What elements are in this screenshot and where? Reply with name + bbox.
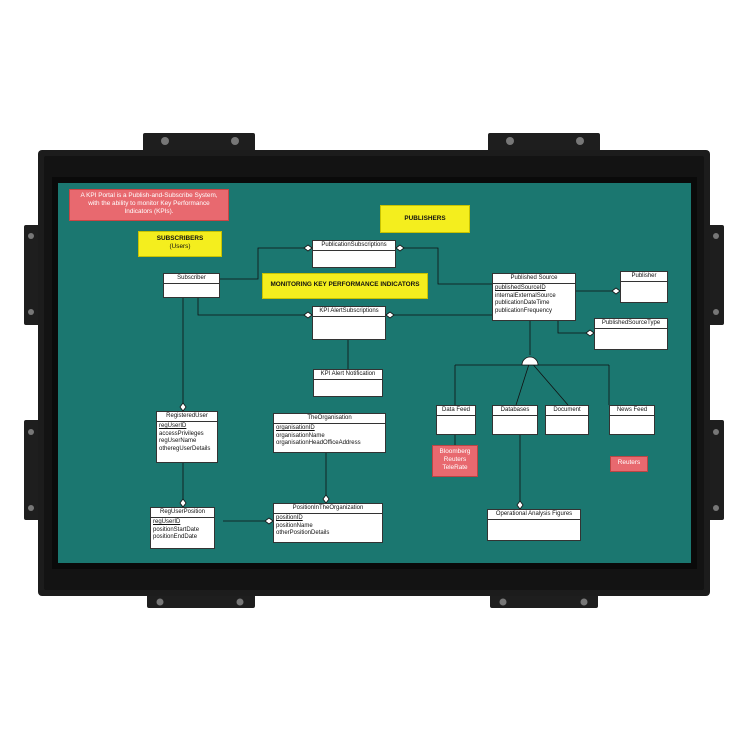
entity-published-source[interactable]: Published Source publishedSourceID inter… <box>492 273 576 321</box>
entity-key: organisationID <box>276 425 315 432</box>
entity-title: Subscriber <box>164 274 219 285</box>
entity-title: Operational Analysis Figures <box>488 510 580 521</box>
entity-title: Databases <box>493 406 537 417</box>
subscribers-title: SUBSCRIBERS <box>156 235 204 242</box>
entity-title: Data Feed <box>437 406 475 417</box>
entity-attr: otheregUserDetails <box>159 445 211 452</box>
entity-title: PositionInTheOrganization <box>274 504 382 515</box>
entity-attr: positionName <box>276 522 313 529</box>
intro-note: A KPI Portal is a Publish-and-Subscribe … <box>69 189 229 221</box>
entity-title: RegisteredUser <box>157 412 217 423</box>
entity-document[interactable]: Document <box>545 405 589 435</box>
reuters-note: Reuters <box>610 456 648 472</box>
entity-title: KPI AlertSubscriptions <box>313 307 385 318</box>
entity-kpi-alert-notification[interactable]: KPI Alert Notification <box>313 369 383 397</box>
entity-news-feed[interactable]: News Feed <box>609 405 655 435</box>
entity-attr: otherPositionDetails <box>276 530 330 537</box>
entity-published-source-type[interactable]: PublishedSourceType <box>594 318 668 350</box>
entity-key: positionID <box>276 515 303 522</box>
entity-attr: organisationHeadOfficeAddress <box>276 440 361 447</box>
entity-attr: internalExternalSource <box>495 292 556 299</box>
entity-kpi-alert-subscriptions[interactable]: KPI AlertSubscriptions <box>312 306 386 340</box>
publishers-note: PUBLISHERS <box>380 205 470 233</box>
entity-reg-user-position[interactable]: RegUserPosition regUserID positionStartD… <box>150 507 215 549</box>
entity-publication-subscriptions[interactable]: PublicationSubscriptions <box>312 240 396 268</box>
relationship-lines <box>179 244 621 525</box>
entity-title: KPI Alert Notification <box>314 370 382 381</box>
monitoring-note: MONITORING KEY PERFORMANCE INDICATORS <box>262 273 428 299</box>
telerate-label: TeleRate <box>442 464 468 471</box>
screen: A KPI Portal is a Publish-and-Subscribe … <box>58 183 691 563</box>
entity-attr: organisationName <box>276 432 325 439</box>
entity-key: regUserID <box>153 519 181 526</box>
entity-title: PublicationSubscriptions <box>313 241 395 252</box>
entity-position-in-organization[interactable]: PositionInTheOrganization positionID pos… <box>273 503 383 543</box>
bloomberg-label: Bloomberg <box>439 448 471 455</box>
entity-title: News Feed <box>610 406 654 417</box>
entity-title: RegUserPosition <box>151 508 214 519</box>
entity-registered-user[interactable]: RegisteredUser regUserID accessPrivilege… <box>156 411 218 463</box>
entity-title: Publisher <box>621 272 667 283</box>
subscribers-note: SUBSCRIBERS (Users) <box>138 231 222 257</box>
entity-data-feed[interactable]: Data Feed <box>436 405 476 435</box>
entity-the-organisation[interactable]: TheOrganisation organisationID organisat… <box>273 413 386 453</box>
entity-attr: positionEndDate <box>153 534 198 541</box>
entity-title: PublishedSourceType <box>595 319 667 330</box>
entity-title: Published Source <box>493 274 575 285</box>
entity-key: regUserID <box>159 423 187 430</box>
entity-databases[interactable]: Databases <box>492 405 538 435</box>
entity-key: publishedSourceID <box>495 285 546 292</box>
reuters-label: Reuters <box>443 456 467 463</box>
entity-attr: positionStartDate <box>153 526 200 533</box>
subscribers-subtitle: (Users) <box>169 243 191 250</box>
entity-attr: accessPrivileges <box>159 430 204 437</box>
entity-attr: regUserName <box>159 438 197 445</box>
entity-title: TheOrganisation <box>274 414 385 425</box>
bloomberg-note: Bloomberg Reuters TeleRate <box>432 445 478 477</box>
entity-operational-analysis-figures[interactable]: Operational Analysis Figures <box>487 509 581 541</box>
entity-subscriber[interactable]: Subscriber <box>163 273 220 298</box>
entity-attr: publicationFrequency <box>495 307 553 314</box>
entity-publisher[interactable]: Publisher <box>620 271 668 303</box>
entity-title: Document <box>546 406 588 417</box>
entity-attr: publicationDateTime <box>495 300 550 307</box>
